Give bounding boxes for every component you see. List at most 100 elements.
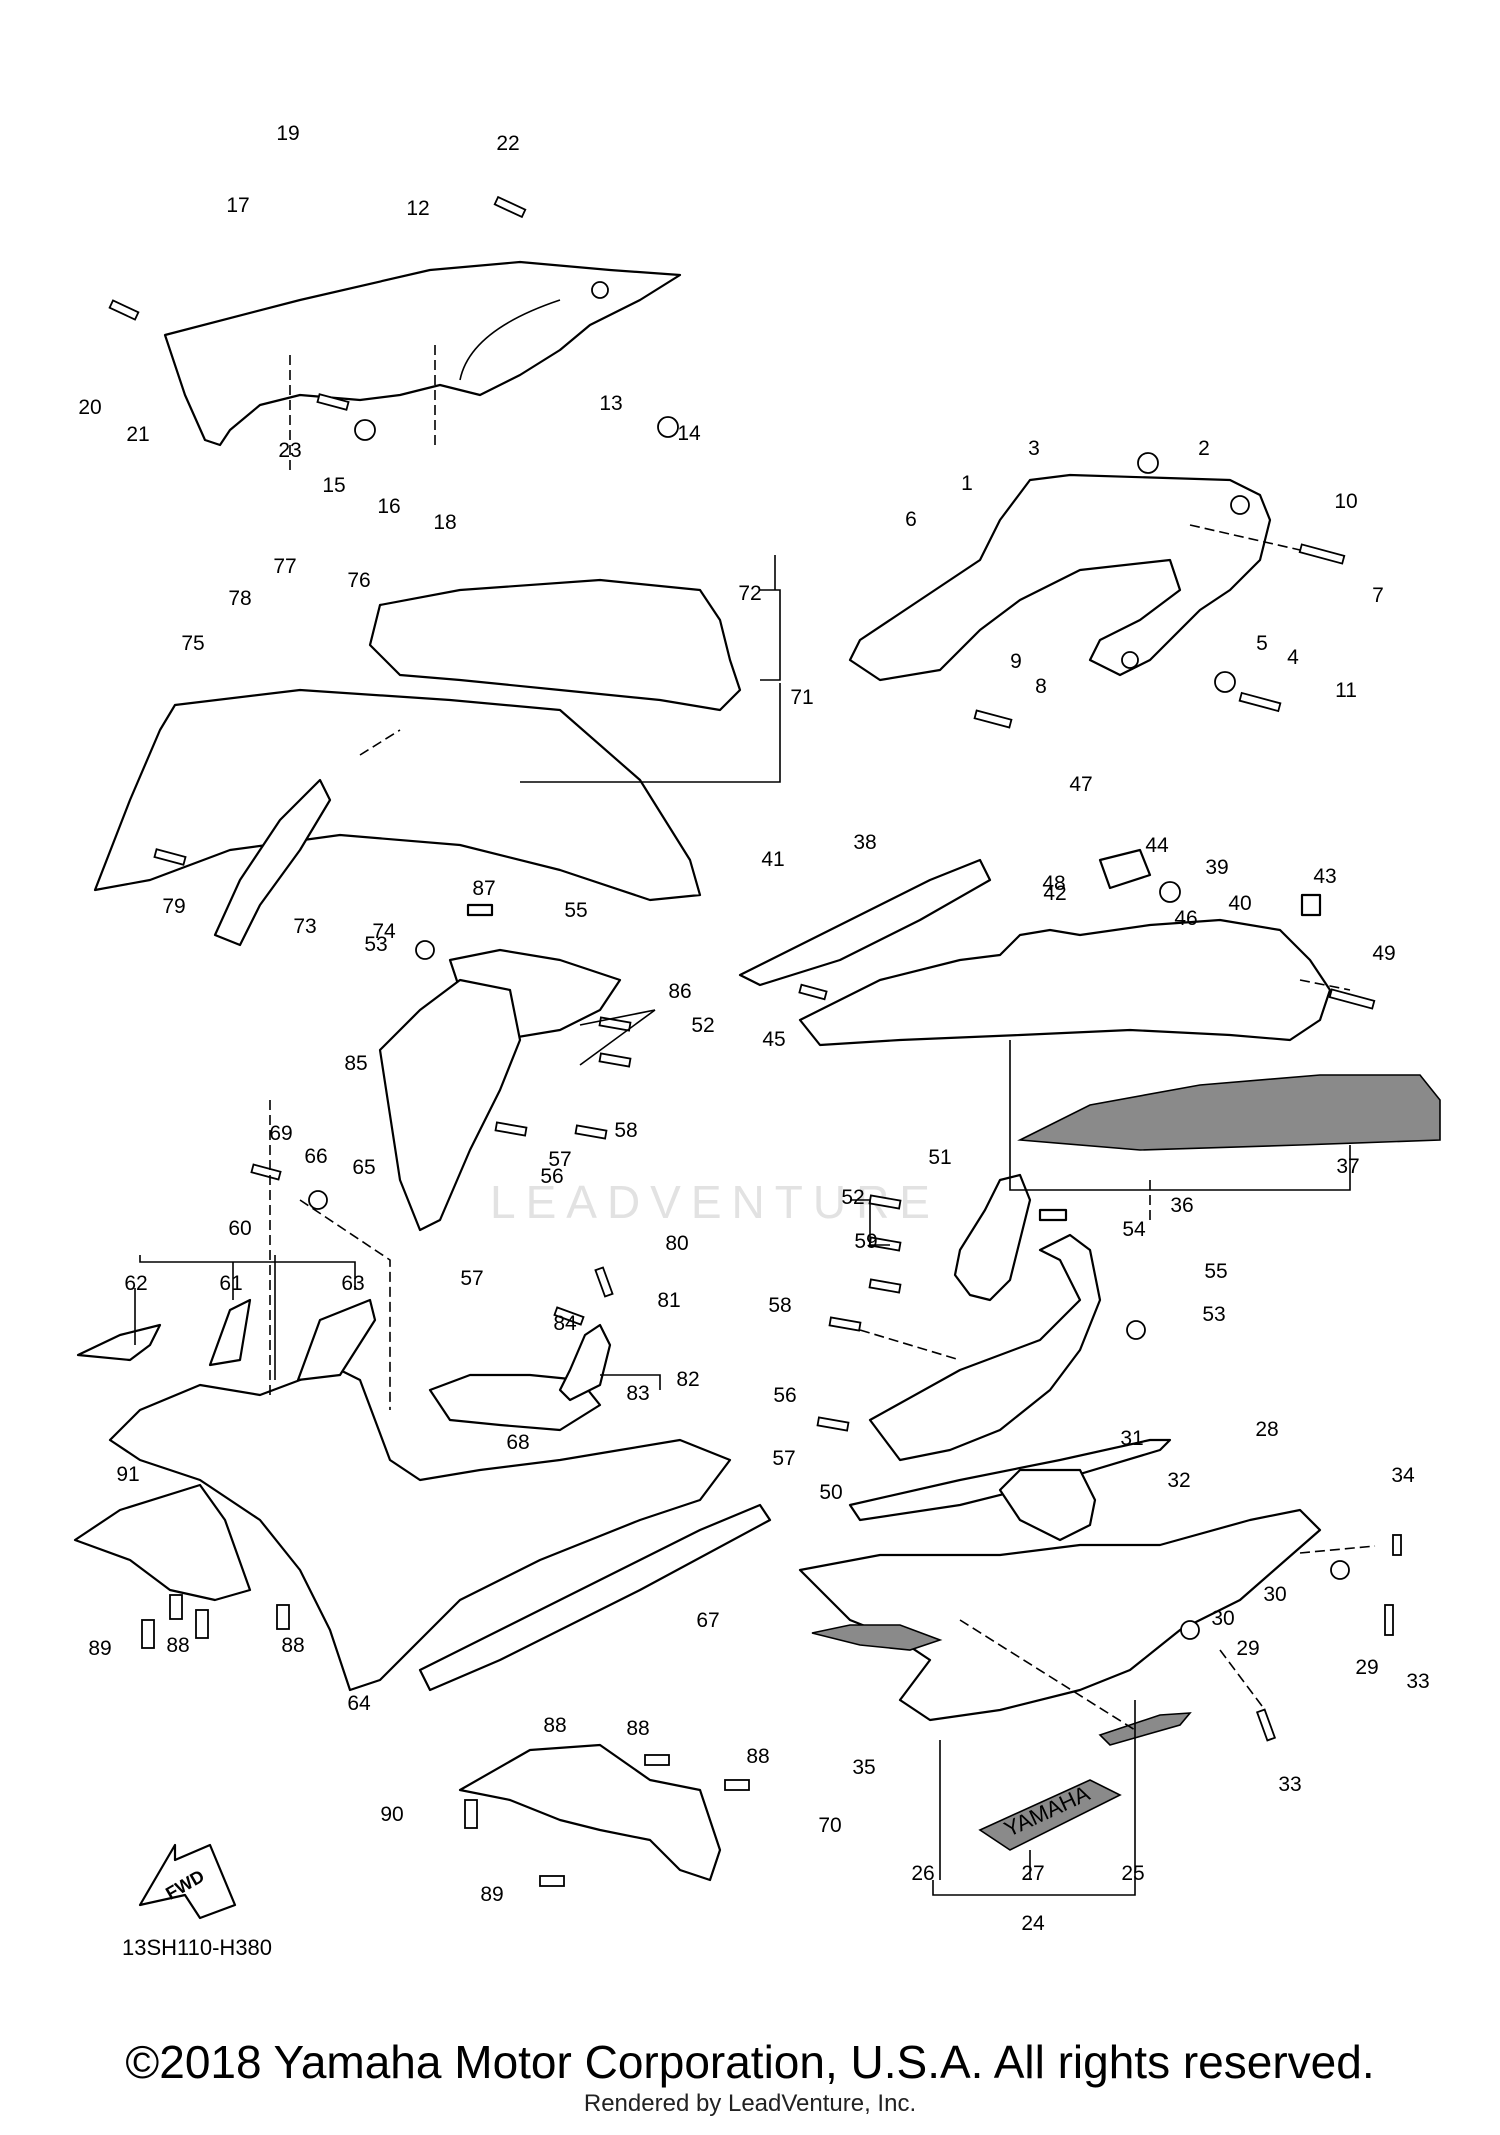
part-26-decal (811, 1624, 943, 1651)
callout-label: 68 (506, 1431, 529, 1454)
callout-label: 10 (1334, 490, 1357, 513)
callout-label: 72 (738, 582, 761, 605)
callout-label: 56 (540, 1165, 563, 1188)
callout-label: 86 (668, 980, 691, 1003)
callout-label: 56 (773, 1384, 796, 1407)
part-67-duct (428, 1373, 602, 1432)
part-38-strip (738, 858, 992, 987)
callout-label: 30 (1211, 1607, 1234, 1630)
callout-label: 34 (1391, 1464, 1415, 1487)
callout-label: 13 (599, 392, 622, 415)
grommet-64 (308, 1190, 328, 1210)
pin-88b (276, 1604, 290, 1630)
callout-label: 88 (281, 1634, 304, 1657)
part-44-block (1098, 848, 1152, 890)
callout-label: 57 (772, 1447, 795, 1470)
screw-45 (798, 983, 828, 1001)
screw-58a (574, 1124, 608, 1140)
screw-33a (1384, 1604, 1394, 1636)
screw-23 (316, 393, 350, 411)
screw-8 (973, 709, 1013, 729)
screw-78 (153, 848, 187, 866)
callout-label: 87 (472, 877, 495, 900)
callout-label: 3 (1028, 437, 1040, 460)
callout-label: 81 (657, 1289, 680, 1312)
callout-label: 55 (564, 899, 587, 922)
callout-label: 48 (1042, 872, 1065, 895)
callout-label: 43 (1313, 865, 1336, 888)
callout-label: 65 (352, 1156, 375, 1179)
part-1-side-cover (848, 473, 1272, 682)
part-72-strip (213, 778, 332, 947)
callout-label: 1 (961, 472, 973, 495)
callout-label: 55 (1204, 1260, 1227, 1283)
grommet-39 (1159, 881, 1181, 903)
part-61-decal (76, 1323, 162, 1362)
part-12-side-cover (163, 260, 682, 447)
callout-label: 25 (1121, 1862, 1144, 1885)
part-90-bracket (73, 1483, 252, 1602)
callout-label: 47 (1069, 773, 1092, 796)
grommet-4 (1214, 671, 1236, 693)
callout-label: 26 (911, 1862, 934, 1885)
callout-label: 89 (88, 1637, 111, 1660)
callout-label: 2 (1198, 437, 1210, 460)
callout-label: 6 (905, 508, 917, 531)
callout-label: 88 (626, 1717, 649, 1740)
screw-68 (250, 1163, 282, 1181)
callout-label: 32 (1167, 1469, 1190, 1492)
part-1-hole-lower (1121, 651, 1139, 669)
hardware (108, 195, 1402, 1887)
grommet-53b (1126, 1320, 1146, 1340)
callout-label: 91 (116, 1463, 139, 1486)
callout-label: 74 (372, 920, 396, 943)
callout-label: 75 (181, 632, 204, 655)
callout-label: 29 (1355, 1656, 1378, 1679)
fwd-arrow-icon (138, 1843, 237, 1920)
screw-33b (1255, 1708, 1277, 1742)
screw-57b (828, 1316, 862, 1332)
grommet-2 (1137, 452, 1159, 474)
grommet-53a (415, 940, 435, 960)
callout-label: 29 (1236, 1637, 1259, 1660)
callout-label: 7 (1372, 584, 1384, 607)
callout-label: 28 (1255, 1418, 1278, 1441)
callout-label: 64 (347, 1692, 371, 1715)
screw-20 (108, 299, 140, 321)
callout-label: 21 (126, 423, 149, 446)
callout-label: 19 (276, 122, 299, 145)
callout-label: 27 (1021, 1862, 1044, 1885)
screw-49 (1328, 988, 1376, 1010)
callout-label: 84 (553, 1312, 577, 1335)
callout-label: 49 (1372, 942, 1395, 965)
callout-label: 59 (854, 1230, 877, 1253)
callout-label: 60 (228, 1217, 251, 1240)
callout-label: 67 (696, 1609, 719, 1632)
callout-label: 33 (1406, 1670, 1429, 1693)
callout-label: 71 (790, 686, 813, 709)
grommet-15 (354, 419, 376, 441)
callout-label: 88 (543, 1714, 566, 1737)
callout-label: 30 (1263, 1583, 1286, 1606)
callout-label: 16 (377, 495, 400, 518)
callout-label: 45 (762, 1028, 785, 1051)
callout-label: 57 (460, 1267, 483, 1290)
callout-label: 35 (852, 1756, 875, 1779)
part-24-lower-cowl (798, 1508, 1322, 1722)
callout-label: 14 (677, 422, 701, 445)
pin-88c (644, 1754, 670, 1766)
callout-label: 69 (269, 1122, 292, 1145)
callout-label: 53 (364, 933, 387, 956)
screw-79 (594, 1266, 614, 1298)
screw-22 (493, 195, 527, 219)
part-62-decal (296, 1298, 377, 1382)
callout-label: 70 (818, 1814, 841, 1837)
callout-label: 31 (1120, 1427, 1143, 1450)
callout-label: 54 (1122, 1218, 1146, 1241)
part-shapes: YAMAHA (73, 260, 1441, 1920)
callout-label: 78 (228, 587, 251, 610)
callout-label: 58 (614, 1119, 637, 1142)
part-43-pad (1300, 893, 1322, 917)
